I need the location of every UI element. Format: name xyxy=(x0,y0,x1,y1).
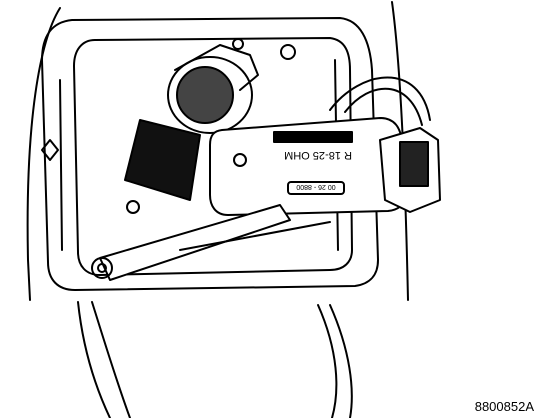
mount-hole-2 xyxy=(126,200,140,214)
part-number-plate xyxy=(287,181,345,195)
recess-inner-frame xyxy=(73,37,353,276)
actuator-body xyxy=(209,117,406,216)
component-label: R 18-25 OHM xyxy=(284,149,352,161)
linkage-arm xyxy=(99,204,291,281)
housing-lower-curve-right xyxy=(329,304,353,418)
part-number-text: 00 26 - 8800 xyxy=(296,183,335,190)
left-rail xyxy=(59,79,63,251)
motor-housing xyxy=(167,56,253,134)
motor-gear xyxy=(176,66,234,124)
motor-bracket xyxy=(174,44,259,91)
linkage-pivot xyxy=(91,257,113,279)
actuator-mount-hole xyxy=(233,153,247,167)
label-bar xyxy=(273,131,353,143)
figure-id: 8800852A xyxy=(474,399,534,414)
mount-hole-3 xyxy=(232,38,244,50)
recess-frame xyxy=(41,17,379,291)
housing-lower-inner-left xyxy=(91,301,131,418)
connector-plug xyxy=(399,141,429,187)
left-slot xyxy=(41,139,59,161)
linkage-rod xyxy=(179,221,331,251)
dark-plate-component xyxy=(124,119,201,201)
mount-hole-1 xyxy=(280,44,296,60)
housing-lower-curve-left xyxy=(77,301,111,418)
outer-housing-outline xyxy=(26,1,409,301)
wire-harness xyxy=(329,76,431,126)
housing-lower-inner-right xyxy=(317,304,338,418)
linkage-pivot-inner xyxy=(97,263,107,273)
